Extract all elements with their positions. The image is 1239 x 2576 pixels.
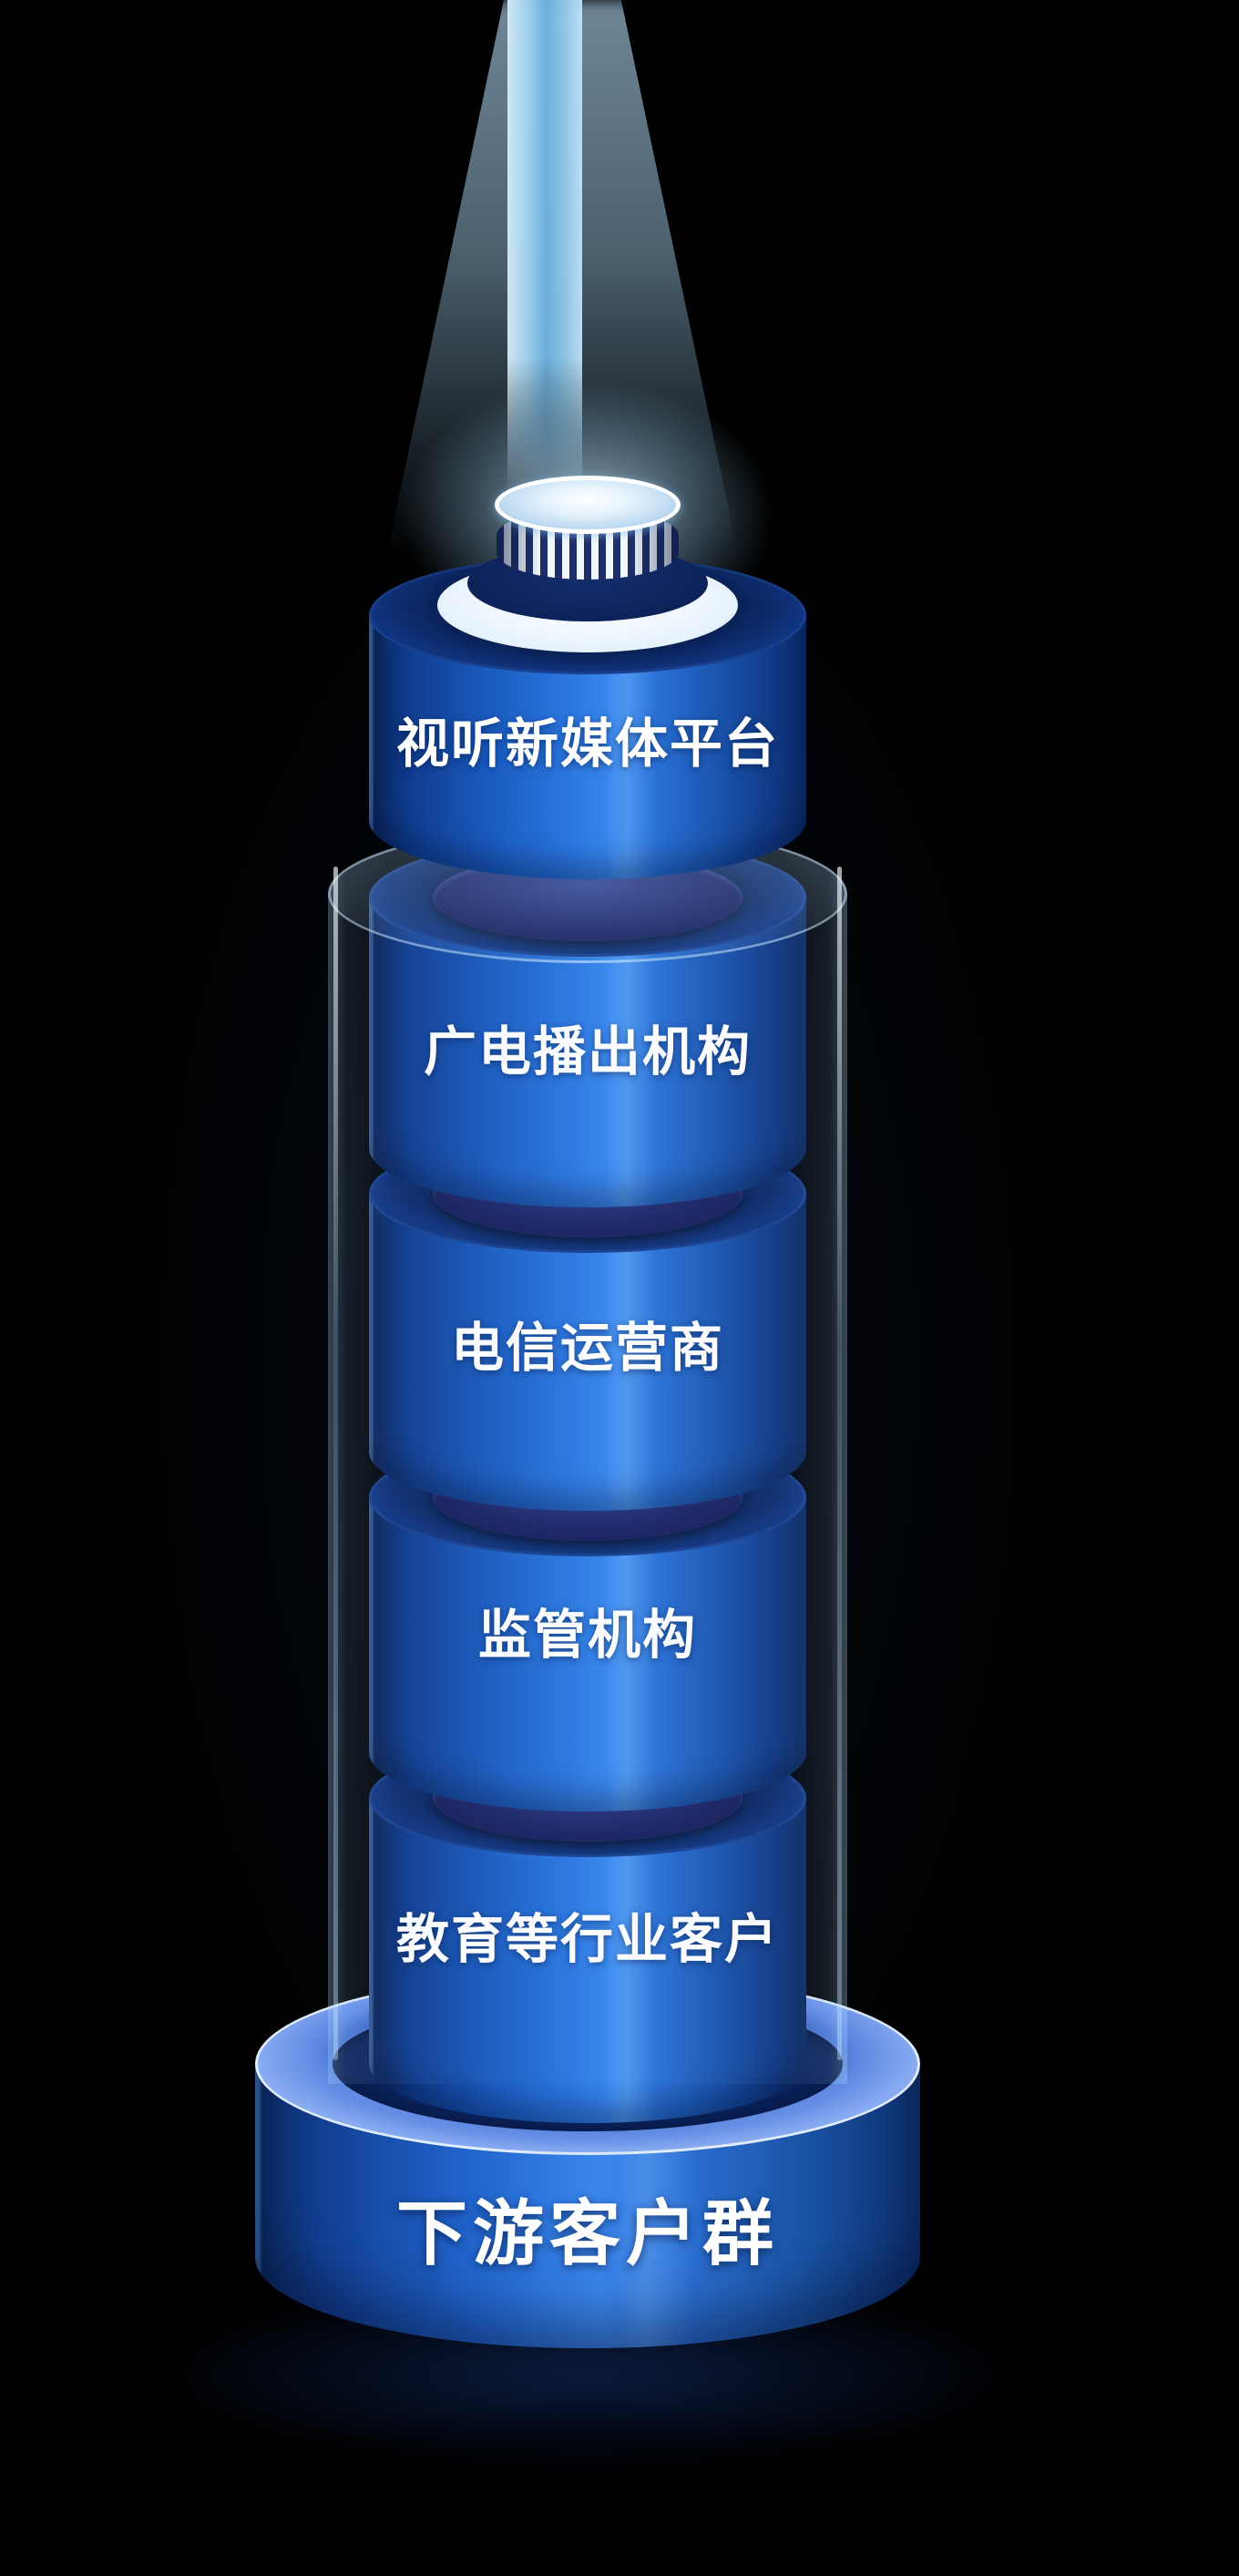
segment-label: 电信运营商 [369,1317,806,1380]
base-label: 下游客户群 [395,2193,779,2273]
cylinder-segment-1: 视听新媒体平台 [369,476,806,888]
glass-tube-left-highlight [333,867,338,2060]
segment-label: 监管机构 [369,1604,806,1668]
ribbed-cap-top [495,476,681,534]
glass-tube [328,825,847,2084]
segment-label: 视听新媒体平台 [395,714,779,774]
cylinder-segment-4: 监管机构 [369,1438,806,1818]
segment-label: 广电播出机构 [369,1021,806,1084]
segment-label: 教育等行业客户 [369,1908,806,1972]
glass-tube-right-highlight [837,867,842,2060]
